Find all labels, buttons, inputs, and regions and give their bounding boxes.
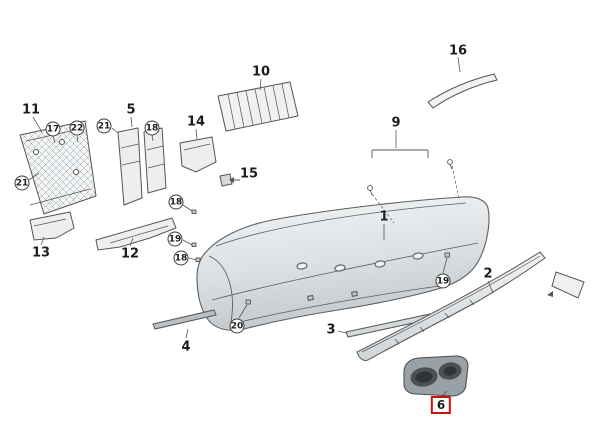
callout-17-circled: 17 (45, 121, 61, 137)
part-15-clip-art (219, 173, 240, 187)
part-4-trim-strip-art (152, 309, 217, 330)
callout-18-circled: 18 (173, 250, 189, 266)
callout-14: 14 (186, 114, 206, 130)
callout-2: 2 (483, 266, 493, 282)
callout-20-circled: 20 (229, 318, 245, 334)
part-9-fastener-bracket-art (367, 149, 460, 224)
callout-19-circled: 19 (435, 273, 451, 289)
callout-1: 1 (379, 209, 389, 225)
callout-11: 11 (21, 102, 41, 118)
callout-12: 12 (120, 246, 140, 262)
callout-19-circled: 19 (167, 231, 183, 247)
callout-9: 9 (391, 115, 401, 131)
callout-21-circled: 21 (96, 118, 112, 134)
callout-4: 4 (181, 339, 191, 355)
part-5-bracket-assembly-art (117, 127, 167, 206)
callout-13: 13 (31, 245, 51, 261)
part-10-ribbed-panel-art (217, 81, 299, 132)
callout-21-circled: 21 (14, 175, 30, 191)
part-6-exhaust-trim-art (403, 355, 469, 397)
callout-22-circled: 22 (69, 120, 85, 136)
callout-15: 15 (239, 166, 259, 182)
part-16-trim-strip-art (427, 73, 498, 109)
part-14-bracket-art (179, 136, 217, 173)
callout-18-circled: 18 (144, 120, 160, 136)
part-13-bracket-art (29, 211, 75, 241)
callout-16: 16 (448, 43, 468, 59)
part-2-lower-diffuser-art (356, 251, 546, 361)
callout-10: 10 (251, 64, 271, 80)
part-11-mounting-panel-art (19, 120, 97, 215)
callout-5: 5 (126, 102, 136, 118)
part-12-bracket-art (95, 217, 177, 251)
callout-6-highlighted: 6 (430, 396, 452, 414)
callout-18-circled: 18 (168, 194, 184, 210)
part-2-end-cap-art (547, 271, 585, 299)
mounting-clip-glyphs (191, 209, 450, 305)
callout-3: 3 (326, 322, 336, 338)
part-1-bumper-cover-art (196, 196, 490, 331)
